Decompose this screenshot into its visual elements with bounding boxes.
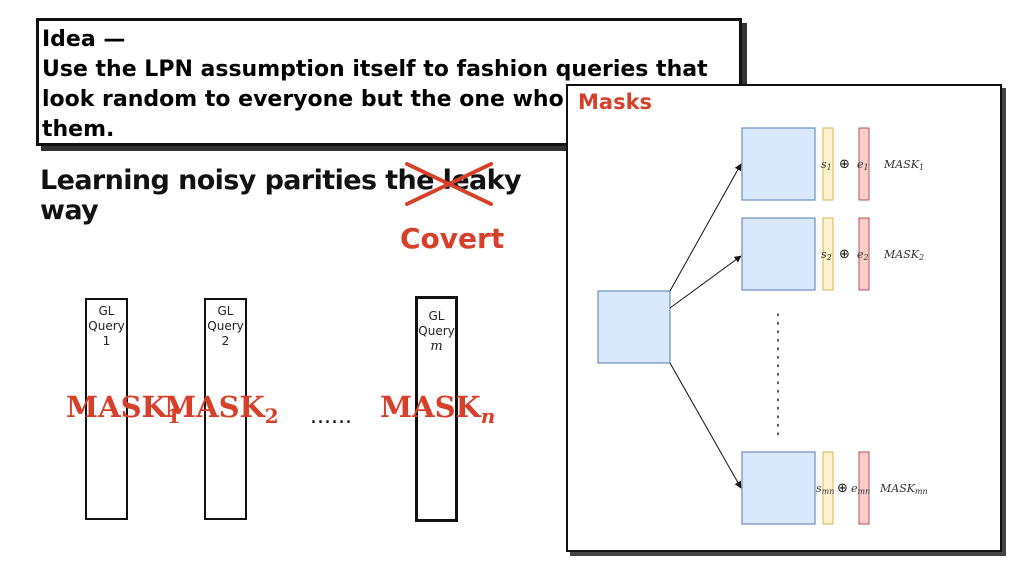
mask-label-n: MASKn: [380, 392, 495, 431]
mask-label-2: MASK2: [164, 392, 279, 431]
mask-label-1-main: MASK: [66, 390, 167, 424]
masks-title: Masks: [578, 90, 653, 114]
e-bar-2: [858, 217, 870, 291]
idea-line-1: Use the LPN assumption itself to fashion…: [42, 57, 708, 82]
gl-query-column-1: GL Query 1: [85, 298, 128, 520]
arrow-to-row-mn: [669, 362, 742, 489]
masks-panel: Masks s1 ⊕ e1 MASK1 s2 ⊕ e2 MASK2: [566, 84, 1002, 552]
xor-symbol-mn: ⊕: [837, 481, 848, 496]
heading-line-2: way: [40, 195, 99, 226]
mask-label-2-main: MASK: [164, 390, 265, 424]
s-bar-mn: [822, 451, 834, 525]
covert-label: Covert: [400, 222, 505, 255]
mask-label-n-main: MASK: [380, 390, 481, 424]
e-label-1: e1: [857, 158, 869, 172]
gl-query-2-l2: Query: [207, 319, 244, 333]
target-box-2: [741, 217, 816, 291]
mask-label-2-sub: 2: [264, 404, 279, 428]
gl-query-column-m: GL Query m: [415, 296, 458, 522]
e-bar-mn: [858, 451, 870, 525]
mask-out-label-mn: MASKmn: [879, 482, 928, 496]
masks-diagram: s1 ⊕ e1 MASK1 s2 ⊕ e2 MASK2 smn ⊕ emn MA…: [597, 127, 928, 525]
e-label-2: e2: [857, 248, 869, 262]
xor-symbol-1: ⊕: [839, 157, 850, 172]
mask-label-1: MASK1: [66, 392, 181, 431]
s-bar-2: [822, 217, 834, 291]
mask-out-label-1: MASK1: [883, 158, 924, 172]
mask-label-n-sub: n: [480, 404, 496, 428]
e-label-mn: emn: [851, 482, 870, 496]
idea-line-3: them.: [42, 117, 115, 142]
s-label-2: s2: [821, 248, 832, 262]
ellipsis: ......: [310, 404, 352, 429]
xor-symbol-2: ⊕: [839, 247, 850, 262]
s-label-mn: smn: [816, 482, 834, 496]
source-box: [597, 290, 671, 364]
strike-out-x: [405, 162, 493, 206]
gl-query-column-2: GL Query 2: [204, 298, 247, 520]
mask-label-1-sub: 1: [166, 404, 181, 428]
gl-query-m-l1: GL: [428, 309, 445, 323]
target-box-mn: [741, 451, 816, 525]
gl-query-2-l3: 2: [221, 334, 230, 348]
idea-title: Idea —: [42, 27, 126, 52]
arrow-to-row-1: [669, 163, 742, 292]
target-box-1: [741, 127, 816, 201]
s-bar-1: [822, 127, 834, 201]
arrow-to-row-2: [669, 255, 742, 309]
e-bar-1: [858, 127, 870, 201]
gl-query-1-l2: Query: [88, 319, 125, 333]
mask-out-label-2: MASK2: [883, 248, 924, 262]
gl-query-m-l3: m: [430, 339, 443, 354]
gl-query-m-l2: Query: [418, 324, 455, 338]
gl-query-1-l1: GL: [98, 304, 115, 318]
gl-query-1-l3: 1: [102, 334, 111, 348]
s-label-1: s1: [821, 158, 832, 172]
gl-query-2-l1: GL: [217, 304, 234, 318]
